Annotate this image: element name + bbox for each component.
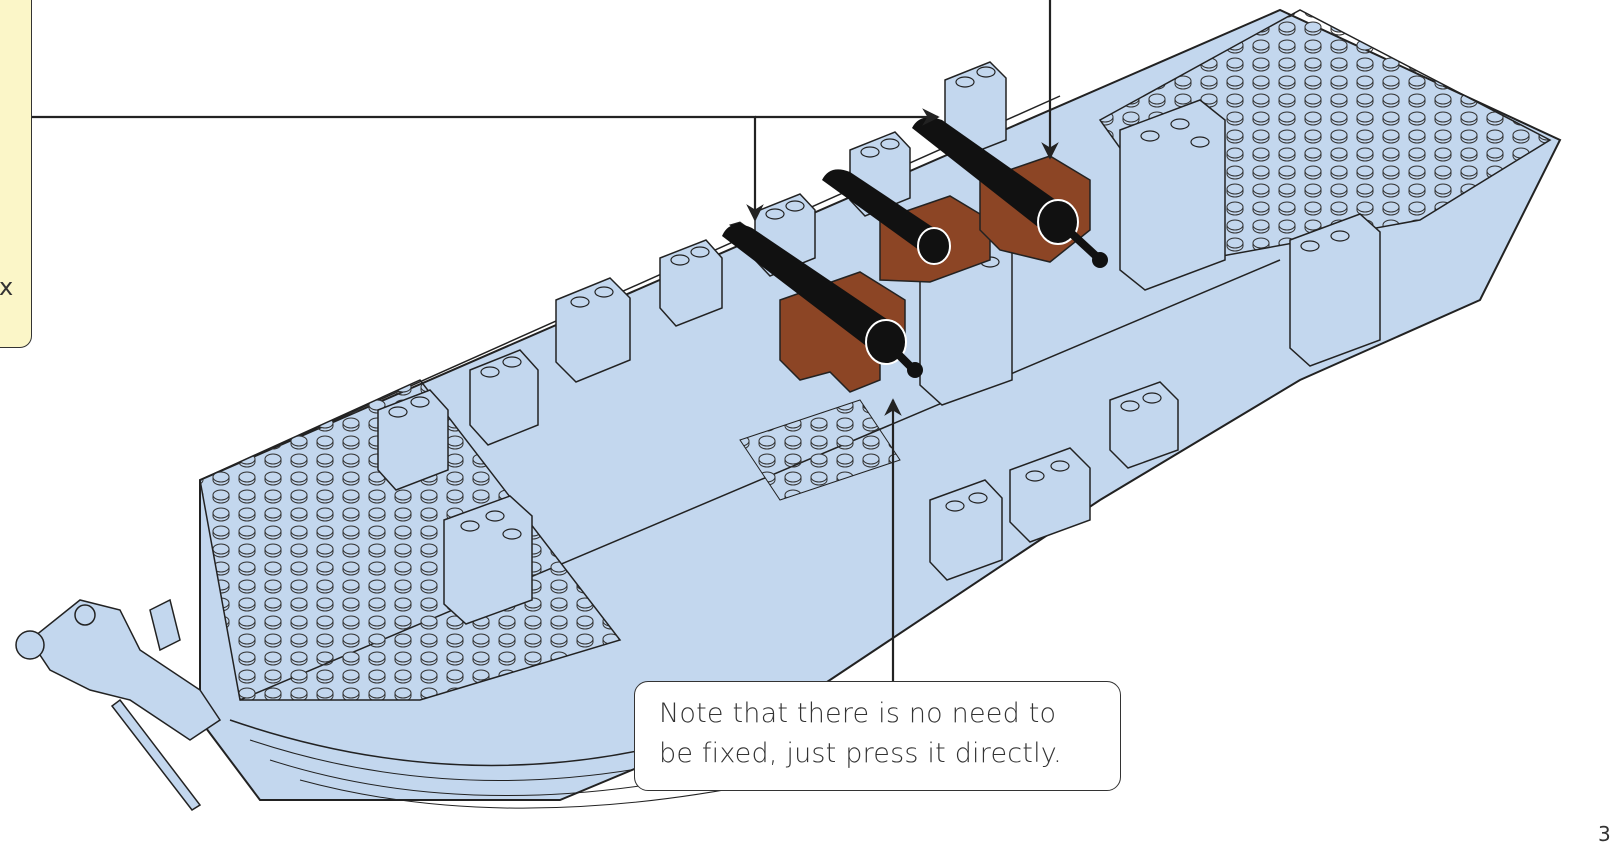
callout-glyph: x: [0, 273, 13, 301]
note-line-2: be fixed, just press it directly.: [659, 734, 1096, 774]
instruction-callout-partial: x: [0, 0, 32, 348]
note-line-1: Note that there is no need to: [659, 694, 1096, 734]
figurehead: [16, 600, 220, 810]
page-number: 3: [1598, 822, 1611, 846]
note-callout: Note that there is no need to be fixed, …: [634, 681, 1121, 791]
